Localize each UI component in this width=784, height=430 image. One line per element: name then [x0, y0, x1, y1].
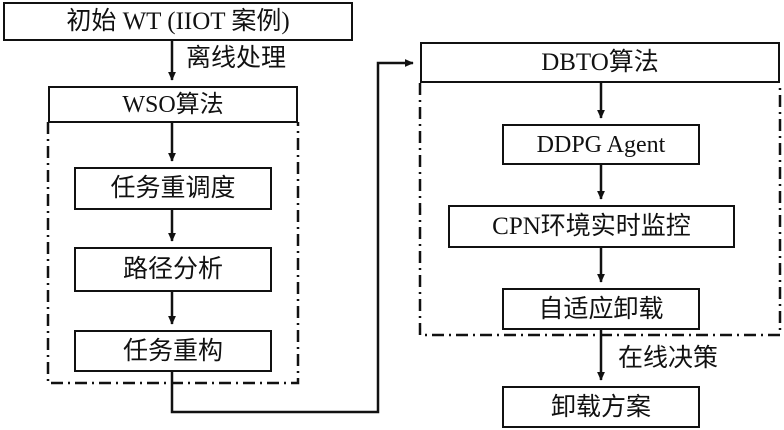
node-initial-wt-label: 初始 WT (IIOT 案例)	[66, 8, 290, 35]
node-path-analysis-label: 路径分析	[122, 256, 223, 283]
node-ddpg-agent[interactable]: DDPG Agent	[502, 124, 700, 165]
node-task-rescheduling[interactable]: 任务重调度	[74, 167, 272, 210]
edge-label-online-decision: 在线决策	[618, 345, 719, 372]
node-task-rescheduling-label: 任务重调度	[110, 175, 236, 202]
node-task-restructure-label: 任务重构	[122, 337, 223, 365]
node-adaptive-offload[interactable]: 自适应卸载	[502, 288, 700, 330]
node-dbto-algorithm-label: DBTO算法	[541, 49, 659, 76]
node-offload-scheme[interactable]: 卸载方案	[502, 386, 700, 428]
node-path-analysis[interactable]: 路径分析	[74, 247, 272, 292]
node-wso-algorithm[interactable]: WSO算法	[48, 86, 298, 123]
node-offload-scheme-label: 卸载方案	[550, 393, 651, 421]
node-adaptive-offload-label: 自适应卸载	[538, 295, 664, 323]
node-wso-algorithm-label: WSO算法	[122, 91, 224, 118]
node-initial-wt[interactable]: 初始 WT (IIOT 案例)	[3, 2, 353, 41]
node-ddpg-agent-label: DDPG Agent	[536, 131, 666, 158]
node-task-restructure[interactable]: 任务重构	[74, 330, 272, 372]
edge-label-offline-processing: 离线处理	[186, 45, 287, 72]
node-cpn-monitoring[interactable]: CPN环境实时监控	[448, 205, 735, 248]
node-cpn-monitoring-label: CPN环境实时监控	[492, 213, 691, 240]
node-dbto-algorithm[interactable]: DBTO算法	[420, 42, 780, 83]
